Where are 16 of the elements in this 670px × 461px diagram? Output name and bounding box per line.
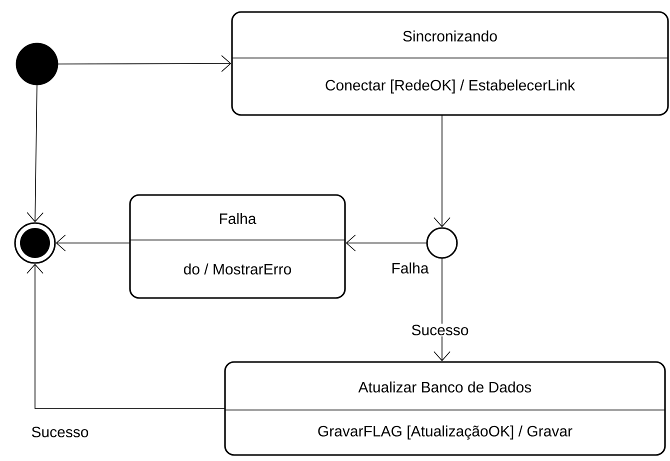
edge-label: Sucesso	[30, 426, 90, 438]
arrow	[346, 234, 427, 252]
arrow	[26, 264, 225, 409]
arrow	[58, 55, 232, 72]
arrow	[56, 234, 130, 252]
arrow	[26, 84, 44, 222]
state-box: Sincronizando Conectar [RedeOK] / EstabelecerLink	[231, 11, 669, 116]
final-state	[14, 222, 56, 264]
edge-label: Falha	[390, 262, 430, 274]
initial-state	[16, 42, 58, 86]
choice-circle	[426, 227, 458, 259]
arrow	[434, 115, 450, 228]
state-box: Falha do / MostrarErro	[129, 194, 346, 299]
arrow	[434, 258, 450, 362]
state-box: Atualizar Banco de Dados GravarFLAG [AtualizaçãoOK] / Gravar	[224, 361, 666, 456]
edge-label: Sucesso	[410, 324, 470, 336]
